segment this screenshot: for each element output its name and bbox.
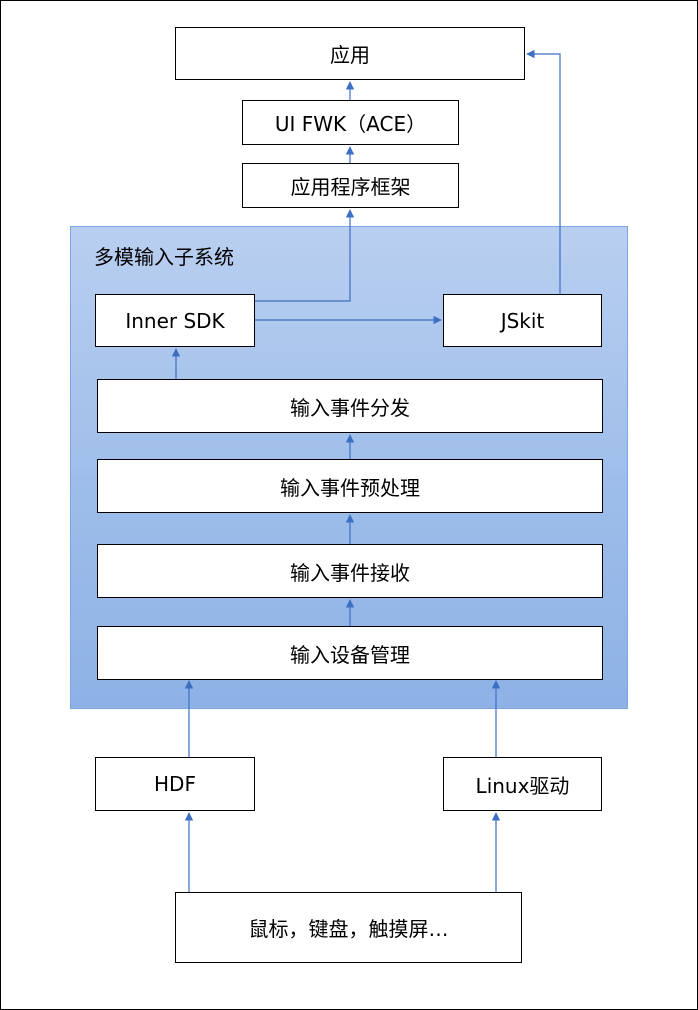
event-dispatch-box: 输入事件分发 — [97, 379, 603, 433]
event-preprocess-box: 输入事件预处理 — [97, 459, 603, 513]
device-manage-box: 输入设备管理 — [97, 626, 603, 680]
ui-fwk-box: UI FWK（ACE） — [242, 100, 459, 145]
subsystem-title: 多模输入子系统 — [94, 245, 234, 269]
event-receive-box: 输入事件接收 — [97, 544, 603, 598]
inner-sdk-box: Inner SDK — [95, 294, 255, 347]
linux-driver-box: Linux驱动 — [443, 757, 602, 811]
jskit-box: JSkit — [443, 294, 602, 347]
app-framework-box: 应用程序框架 — [242, 163, 459, 208]
app-box: 应用 — [175, 27, 525, 80]
input-devices-box: 鼠标，键盘，触摸屏… — [175, 892, 522, 963]
hdf-box: HDF — [95, 757, 255, 811]
